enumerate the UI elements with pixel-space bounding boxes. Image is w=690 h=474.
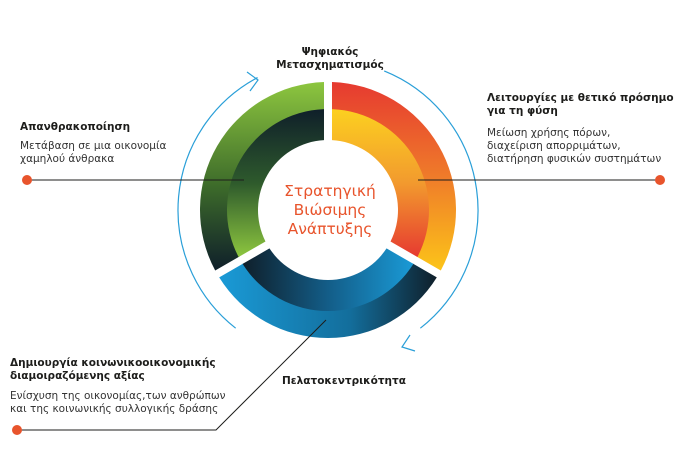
connector-bottom (17, 319, 327, 431)
label-line: Ψηφιακός (301, 46, 359, 58)
center-title-line: Ανάπτυξης (287, 220, 373, 238)
nature-body: διαχείριση απορριμάτων, (487, 140, 621, 152)
nature-body: Μείωση χρήσης πόρων, (487, 127, 611, 139)
segment-digital-outer (200, 82, 325, 271)
cycle-arrow-left (177, 77, 258, 329)
label-customer-centricity: Πελατοκεντρικότητα (282, 375, 406, 387)
segment-nature-inner (331, 109, 429, 257)
block-shared-value: Δημιουργία κοινωνικοοικονομικής διαμοιρα… (10, 357, 225, 416)
nature-body: διατήρηση φυσικών συστημάτων (487, 153, 662, 165)
label-line: Μετασχηματισμός (276, 59, 384, 71)
shared-value-heading: Δημιουργία κοινωνικοοικονομικής (10, 357, 216, 369)
label-digital-transformation: Ψηφιακός Μετασχηματισμός (260, 46, 400, 72)
dot-bottom (12, 425, 22, 435)
segment-customer-inner (242, 248, 414, 311)
arrowhead-bottom-icon (401, 334, 416, 352)
block-nature: Λειτουργίες με θετικό πρόσημο για τη φύσ… (487, 92, 674, 166)
arrowhead-top-icon (246, 71, 259, 92)
segment-nature-outer (331, 82, 457, 271)
center-title: Στρατηγική Βιώσιμης Ανάπτυξης (268, 182, 392, 239)
cycle-arrow-right (383, 70, 479, 329)
shared-value-heading: διαμοιραζόμενης αξίας (10, 370, 145, 382)
decarbonization-body: Μετάβαση σε μια οικονομία (20, 140, 167, 152)
dot-left (22, 175, 32, 185)
nature-heading: για τη φύση (487, 105, 558, 117)
block-decarbonization: Απανθρακοποίηση Μετάβαση σε μια οικονομί… (20, 121, 166, 166)
segment-digital-inner (227, 109, 325, 257)
nature-heading: Λειτουργίες με θετικό πρόσημο (487, 92, 674, 104)
shared-value-body: και της κοινωνικής συλλογικής δράσης (10, 403, 219, 415)
center-title-line: Στρατηγική (284, 182, 376, 200)
shared-value-body: Ενίσχυση της οικονομίας,των ανθρώπων (10, 390, 226, 402)
center-title-line: Βιώσιμης (293, 201, 367, 219)
segment-customer-outer (219, 263, 437, 338)
decarbonization-body: χαμηλού άνθρακα (20, 153, 115, 165)
decarbonization-heading: Απανθρακοποίηση (20, 121, 131, 133)
dot-right (655, 175, 665, 185)
